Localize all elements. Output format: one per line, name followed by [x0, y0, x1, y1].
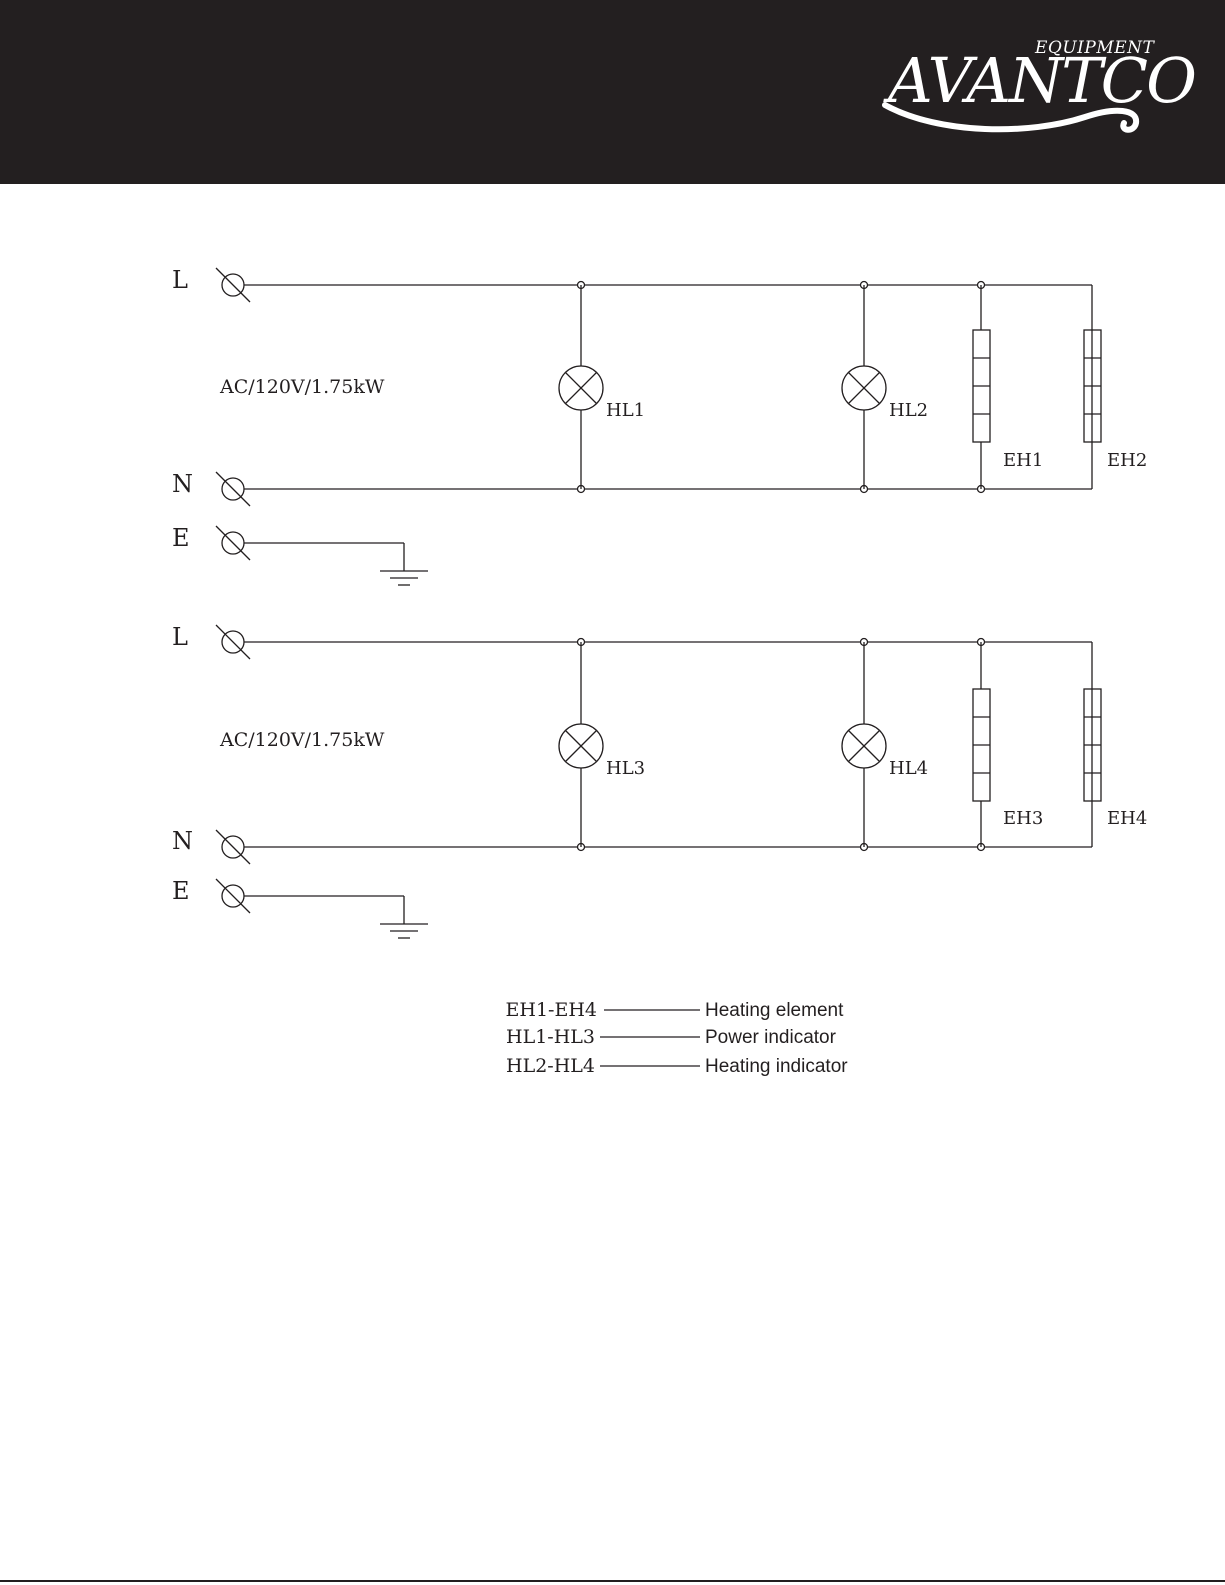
lamp-hl4-icon [842, 642, 886, 847]
junction-dots [578, 639, 985, 851]
heater-label-eh2: EH2 [1107, 450, 1147, 471]
lamp-hl2-icon [842, 285, 886, 489]
circuit-2: L N E AC/120V/1.75kW [172, 623, 1147, 938]
ground-icon [244, 896, 428, 938]
lamp-label-hl2: HL2 [889, 400, 928, 421]
legend-meaning: Power indicator [705, 1027, 837, 1048]
legend-row: EH1-EH4 Heating element [506, 999, 845, 1021]
rating-label: AC/120V/1.75kW [219, 376, 385, 398]
lamp-hl3-icon [559, 642, 603, 847]
ground-icon [244, 543, 428, 585]
heater-eh3-icon [973, 642, 990, 847]
legend-row: HL2-HL4 Heating indicator [506, 1055, 848, 1077]
lamp-label-hl3: HL3 [606, 758, 645, 779]
legend: EH1-EH4 Heating element HL1-HL3 Power in… [506, 999, 849, 1077]
footer-rule [0, 1580, 1225, 1582]
heater-eh1-icon [973, 285, 990, 489]
rating-label: AC/120V/1.75kW [219, 729, 385, 751]
terminal-label-earth: E [172, 524, 190, 552]
lamp-label-hl1: HL1 [606, 400, 645, 421]
terminal-label-neutral: N [172, 470, 193, 498]
terminal-label-earth: E [172, 877, 190, 905]
junction-dots [578, 282, 985, 493]
legend-code: HL1-HL3 [506, 1026, 595, 1048]
legend-code: EH1-EH4 [506, 999, 597, 1021]
lamp-label-hl4: HL4 [889, 758, 928, 779]
heater-label-eh4: EH4 [1107, 808, 1147, 829]
legend-row: HL1-HL3 Power indicator [506, 1026, 837, 1048]
heater-label-eh1: EH1 [1003, 450, 1043, 471]
terminal-label-neutral: N [172, 827, 193, 855]
heater-label-eh3: EH3 [1003, 808, 1043, 829]
terminal-label-line: L [172, 266, 188, 294]
legend-meaning: Heating element [705, 1000, 844, 1021]
circuit-1: L N E AC/120V/1.75kW [172, 266, 1147, 585]
legend-code: HL2-HL4 [506, 1055, 595, 1077]
lamp-hl1-icon [559, 285, 603, 489]
legend-meaning: Heating indicator [705, 1056, 848, 1077]
terminal-label-line: L [172, 623, 188, 651]
